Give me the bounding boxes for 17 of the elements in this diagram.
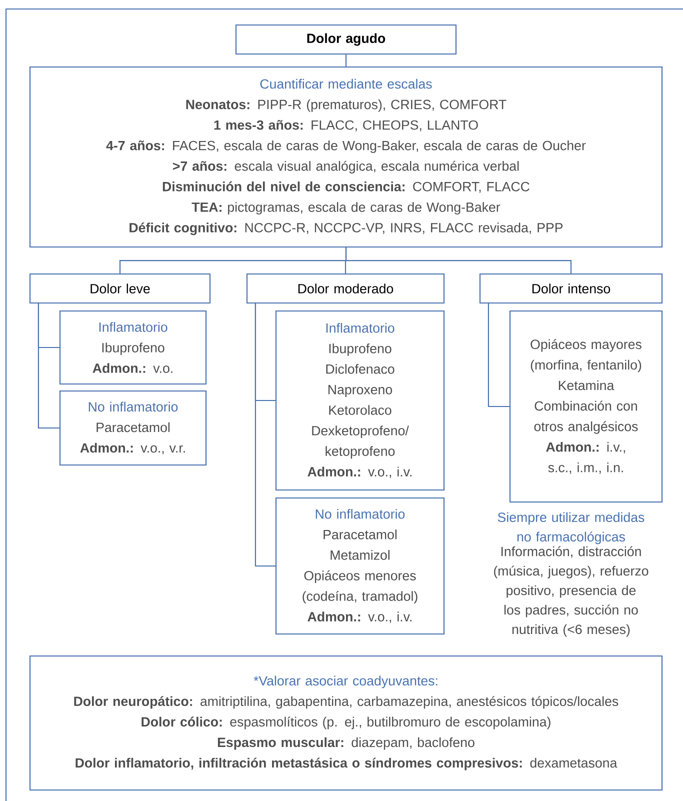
- connector-line: [38, 304, 60, 429]
- connector-line: [254, 304, 276, 567]
- category-box: Inflamatorio Ibuprofeno Admon.: v.o.: [59, 310, 207, 385]
- note-text: Información, distracción (música, juegos), refuerzo positivo, presencia de los padres, succión no nutritiva (<6 meses): [494, 546, 648, 637]
- category-box: Cuantificar mediante escalas Neonatos: PIPP-R (prematuros), CRIES, COMFORT 1 mes-3 años: FLACC, CHEOPS, LLANTO 4-7 años: FACES, escala de caras de Wong-Baker, escala de caras de Oucher >7 años: escala visual analógica, escala numérica verbal Disminución del nivel de consciencia: COMFORT, FLACC TEA: pictogramas, escala de caras de Wong-Baker Déficit cognitivo: NCCPC-R, NCCPC-VP, INRS, FLACC revisada, PPP: [29, 66, 663, 248]
- title-box: Dolor agudo: [235, 24, 457, 55]
- level-box: Dolor intenso: [479, 273, 663, 304]
- category-box: No inflamatorio Paracetamol Admon.: v.o., v.r.: [59, 390, 207, 466]
- category-box: Inflamatorio Ibuprofeno Diclofenaco Naproxeno Ketorolaco Dexketoprofeno/ ketoprofeno Admon.: v.o., i.v.: [275, 310, 445, 491]
- connector-line: [488, 304, 510, 408]
- level-box: Dolor moderado: [246, 273, 445, 304]
- category-box: No inflamatorio Paracetamol Metamizol Opiáceos menores (codeína, tramadol) Admon.: v.o., i.v.: [275, 497, 445, 635]
- level-box: Dolor leve: [29, 273, 211, 304]
- connector-line: [345, 54, 347, 66]
- treatment-box: Opiáceos mayores (morfina, fentanilo) Ketamina Combinación con otros analgésicos Admon.: i.v., s.c., i.m., i.n.: [509, 310, 663, 503]
- category-box: *Valorar asociar coadyuvantes: Dolor neuropático: amitriptilina, gabapentina, carbamazepina, anestésicos tópicos/locales Dolor cólico: espasmolíticos (p. ej., butilbromuro de escopolamina) Espasmo muscular: diazepam, baclofeno Dolor inflamatorio, infiltración metastásica o síndromes compresivos: dexametasona: [29, 655, 663, 791]
- connector-line: [345, 248, 572, 274]
